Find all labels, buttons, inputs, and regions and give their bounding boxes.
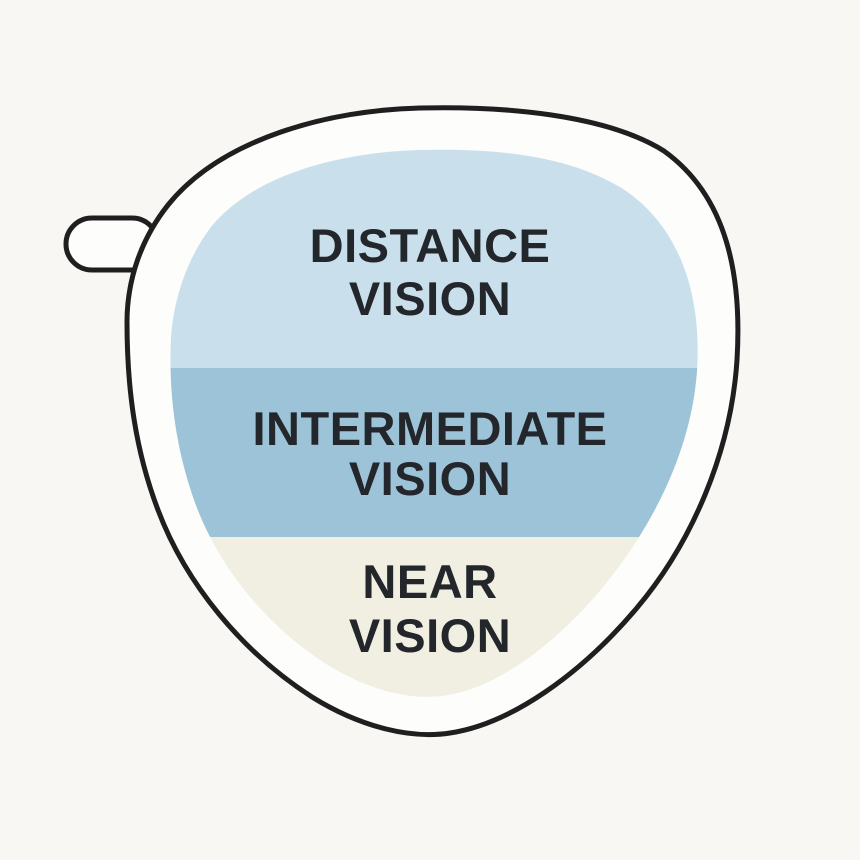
zone-near-label-line1: NEAR bbox=[362, 555, 497, 608]
zone-distance-label-line2: VISION bbox=[349, 272, 511, 325]
zone-intermediate-label-line1: INTERMEDIATE bbox=[252, 402, 607, 455]
zone-distance-label-line1: DISTANCE bbox=[310, 219, 551, 272]
zone-near-label-line2: VISION bbox=[349, 609, 511, 662]
zone-intermediate-area bbox=[170, 368, 698, 537]
zone-intermediate-label-line2: VISION bbox=[349, 452, 511, 505]
